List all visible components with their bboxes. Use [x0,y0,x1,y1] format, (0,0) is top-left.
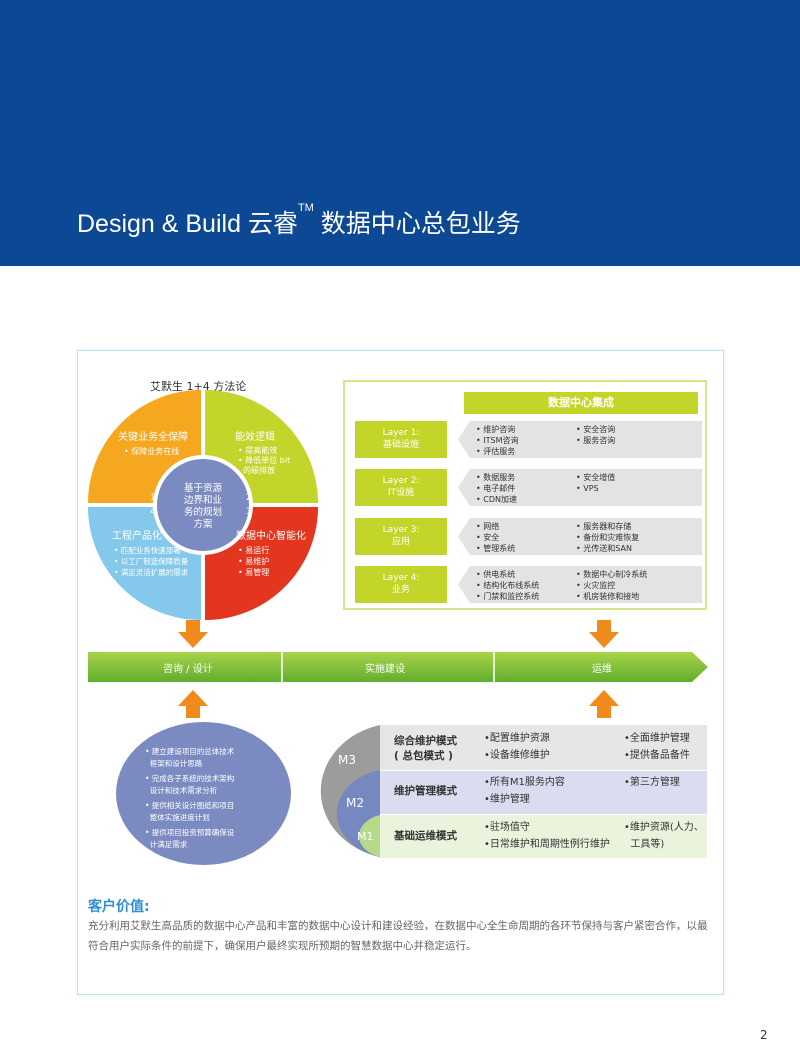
integration-box [343,380,707,610]
methodology-pie [88,390,318,620]
customer-value-heading: 客户价值: [88,899,150,915]
q3-num: 3 [246,507,252,517]
arrow-up-icon [178,690,208,718]
mode-row-m3: 综合维护模式( 总包模式 ) •配置维护资源•设备维修维护 •全面维护管理•提供… [380,725,707,770]
content-card [77,350,724,995]
layer-3-items: • 网络• 安全• 管理系统• 服务器和存储• 备份和灾难恢复• 光传送和SAN [458,518,702,555]
q4-items: • 匹配业务快速部署• 以工厂制造保障质量• 满足灵活扩展的需求 [114,546,189,577]
q2-title: 能效逻辑 [235,432,275,443]
q2-items: • 提高能效• 降低单位 bit 的碳排放 [238,446,291,475]
center-text: 基于资源边界和业务的规划方案 [183,483,222,530]
level-m2: M2 [346,796,364,810]
arrow-up-icon [589,690,619,718]
q1-title: 关键业务全保障 [118,432,188,443]
q4-title: 工程产品化 [112,531,162,542]
layer-1-label: Layer 1:基础设施 [355,421,447,458]
layer-1-items: • 维护咨询• ITSM咨询• 评估服务• 安全咨询• 服务咨询 [458,421,702,458]
layer-4-items: • 供电系统• 结构化布线系统• 门禁和监控系统• 数据中心制冷系统• 火灾监控… [458,566,702,603]
layer-3-label: Layer 3:应用 [355,518,447,555]
integration-title: 数据中心集成 [464,392,698,414]
phase-consulting-design: 咨询 / 设计 [163,664,213,675]
mode-row-m2: 维护管理模式 •所有M1服务内容•维护管理 •第三方管理 [380,771,707,814]
layer-2-items: • 数据服务• 电子邮件• CDN加速• 安全增值• VPS [458,469,702,506]
design-items: • 建立建设项目的总体技术 框架和设计思路• 完成各子系统的技术架构 设计和技术… [145,747,235,849]
methodology-title: 艾默生 1+4 方法论 [150,380,247,393]
level-m1: M1 [357,830,374,843]
mode-row-m1: 基础运维模式 •驻场值守•日常维护和周期性例行维护 •维护资源(人力、 工具等) [380,815,707,858]
q1-item: • 保障业务在线 [124,447,180,456]
q4-num: 4 [150,507,156,517]
q2-num: 2 [246,493,252,503]
q3-items: • 易运行• 易维护• 易管理 [238,546,270,577]
design-ellipse [116,722,291,865]
page-number: 2 [760,1028,768,1042]
phase-operation: 运维 [592,664,612,675]
q1-num: 1 [150,493,156,503]
phase-implementation: 实施建设 [365,664,405,675]
mode-levels-diagram [320,725,380,857]
layer-4-label: Layer 4:业务 [355,566,447,603]
layer-2-label: Layer 2:IT设施 [355,469,447,506]
q3-title: 数据中心智能化 [236,531,306,542]
page-title: Design & Build 云睿TM 数据中心总包业务 [77,202,521,238]
arrow-down-icon [178,620,208,648]
process-bar [88,652,708,682]
header-banner [0,0,800,266]
center-circle [153,455,253,555]
customer-value-text: 充分利用艾默生高品质的数据中心产品和丰富的数据中心设计和建设经验，在数据中心全生… [88,920,708,952]
arrow-down-icon [589,620,619,648]
level-m3: M3 [338,753,356,767]
